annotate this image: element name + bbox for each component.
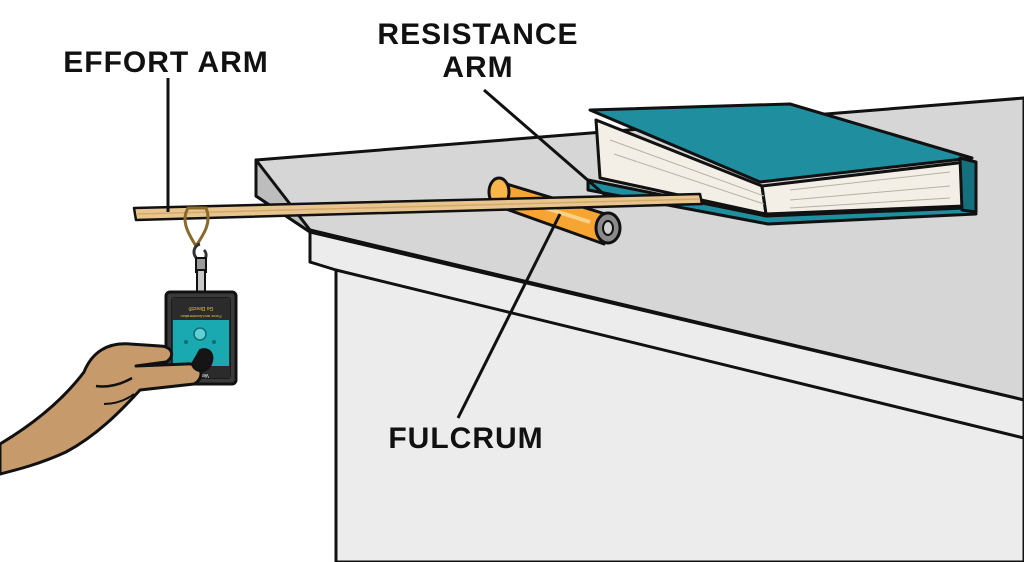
resistance-arm-label-line1: RESISTANCE [377, 18, 578, 51]
lever-stick [132, 192, 704, 222]
hand-icon [0, 342, 214, 476]
book-icon [586, 102, 978, 226]
sensor-subtitle: Force and Acceleration [181, 314, 222, 319]
book-cover-top [588, 102, 974, 184]
hook-icon [183, 206, 210, 295]
resistance-arm-pointer [483, 88, 607, 198]
table-side [308, 230, 1024, 562]
fulcrum-pointer [456, 213, 562, 419]
book-spine [958, 156, 978, 214]
sensor-title: Go Direct® [188, 305, 213, 312]
resistance-arm-label-line2: ARM [442, 51, 513, 84]
book-cover-bottom [586, 178, 978, 226]
sensor-button[interactable] [193, 327, 207, 341]
effort-arm-label: EFFORT ARM [63, 46, 269, 79]
fulcrum-label: FULCRUM [388, 422, 543, 455]
force-sensor-icon: Go Direct® Force and Acceleration Vernie… [164, 290, 238, 386]
table-panel-line [335, 268, 1024, 440]
callout-lines [166, 78, 607, 419]
